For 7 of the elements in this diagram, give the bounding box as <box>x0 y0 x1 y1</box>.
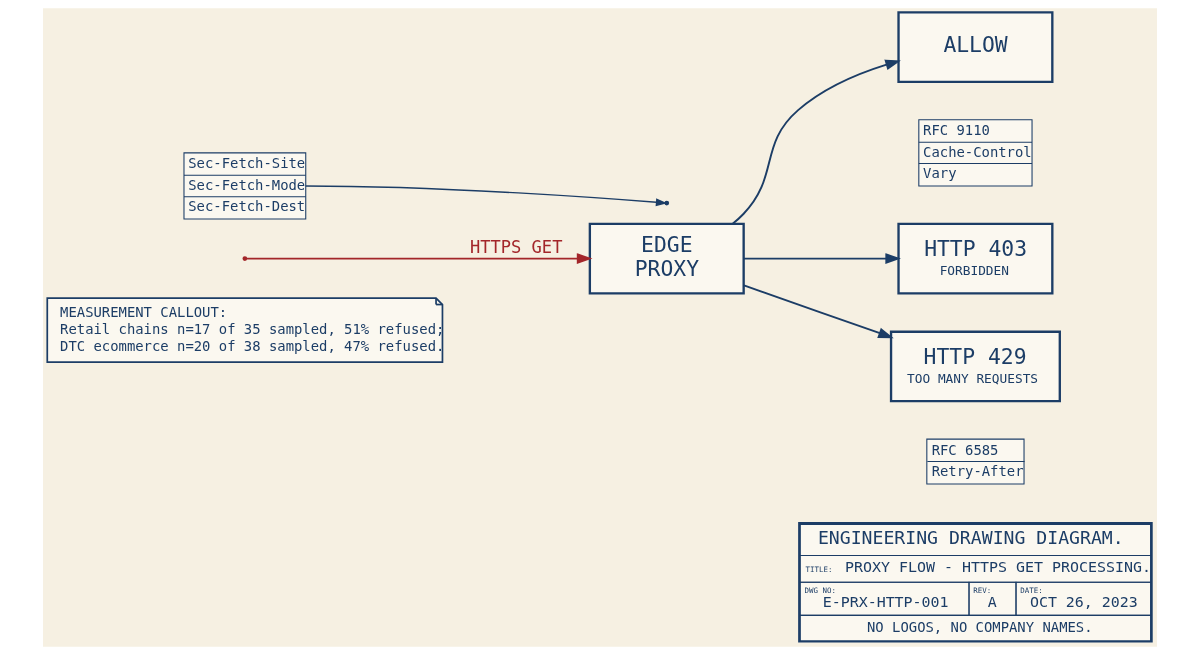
label: NO LOGOS, NO COMPANY NAMES. <box>867 618 1093 635</box>
label: PROXY FLOW - HTTPS GET PROCESSING. <box>845 557 1151 576</box>
label: OCT 26, 2023 <box>1029 593 1138 612</box>
label: A <box>987 593 997 612</box>
label: ENGINEERING DRAWING DIAGRAM. <box>817 527 1124 549</box>
label: E-PRX-HTTP-001 <box>822 593 949 612</box>
edge-label: HTTPS GET <box>469 237 563 258</box>
